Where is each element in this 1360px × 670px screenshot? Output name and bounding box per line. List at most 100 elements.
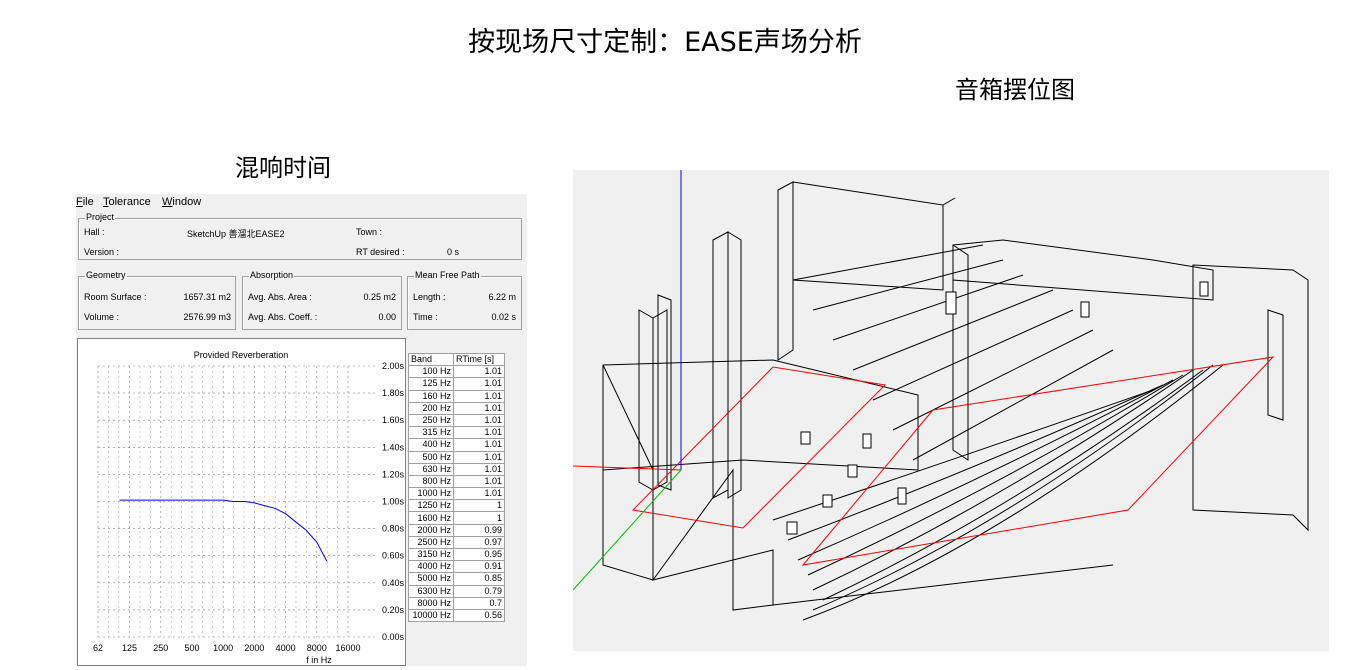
y-tick-label: 0.60s <box>382 551 405 561</box>
y-tick-label: 1.20s <box>382 469 405 479</box>
menu-tolerance[interactable]: Tolerance <box>103 196 151 208</box>
seating-curve <box>812 364 1214 611</box>
reverb-time-title: 混响时间 <box>235 154 331 182</box>
rtime-cell: 1.01 <box>453 462 505 476</box>
band-cell: 1600 Hz <box>408 511 454 525</box>
geometry-group: Geometry Room Surface : 1657.31 m2 Volum… <box>78 270 236 330</box>
avg-abs-coeff-value: 0.00 <box>378 312 396 322</box>
rtime-cell: 1.01 <box>453 413 505 428</box>
model-edge <box>942 197 956 206</box>
speaker-icon[interactable] <box>1080 301 1090 318</box>
town-label: Town : <box>356 227 383 237</box>
length-label: Length : <box>413 292 446 302</box>
band-cell: 2500 Hz <box>408 535 454 550</box>
speaker-layout-title: 音箱摆位图 <box>955 76 1075 104</box>
y-tick-label: 0.40s <box>382 578 405 588</box>
y-tick-label: 1.00s <box>382 497 405 507</box>
rtime-cell: 1.01 <box>453 389 505 403</box>
speaker-icon[interactable] <box>847 464 858 478</box>
speaker-icon[interactable] <box>822 494 833 508</box>
y-tick-label: 1.40s <box>382 442 405 452</box>
band-cell: 5000 Hz <box>408 572 454 586</box>
stage-block-outline <box>602 359 919 471</box>
floor-edge <box>772 564 1114 606</box>
band-cell: 10000 Hz <box>408 608 454 623</box>
length-value: 6.22 m <box>488 292 516 302</box>
roof-line <box>872 309 1074 401</box>
speaker-icon[interactable] <box>786 521 798 535</box>
y-tick-label: 0.20s <box>382 605 405 615</box>
seating-curve <box>822 369 1204 601</box>
seating-curve <box>772 389 1154 521</box>
speaker-icon[interactable] <box>800 431 811 445</box>
right-tower-outline <box>1192 264 1309 532</box>
speaker-icon[interactable] <box>1199 281 1209 297</box>
roof-line <box>852 289 1054 371</box>
time-value: 0.02 s <box>491 312 516 322</box>
roof-line <box>832 274 1024 341</box>
coverage-area-right <box>801 356 1275 566</box>
rtime-cell: 1 <box>453 511 505 525</box>
hall-label: Hall : <box>84 227 105 237</box>
x-tick-label: 500 <box>184 643 199 653</box>
y-tick-label: 1.80s <box>382 388 405 398</box>
project-group-label: Project <box>85 212 116 222</box>
coverage-area-left <box>631 366 887 529</box>
column-1 <box>638 309 654 491</box>
seating-curve <box>797 379 1174 561</box>
volume-label: Volume : <box>84 312 120 322</box>
menu-file[interactable]: File <box>76 196 94 208</box>
rtime-cell: 1.01 <box>453 474 505 489</box>
speaker-layout-3d-view[interactable] <box>572 170 1329 651</box>
chart-x-axis-label: f in Hz <box>306 655 332 665</box>
rtime-cell: 0.97 <box>453 535 505 550</box>
x-tick-label: 62 <box>93 643 103 653</box>
column-4 <box>712 231 729 499</box>
band-cell: 2000 Hz <box>408 523 454 537</box>
band-cell: 315 Hz <box>408 426 454 440</box>
rtime-cell: 0.79 <box>453 584 505 598</box>
rtime-cell: 1.01 <box>453 401 505 415</box>
menu-window[interactable]: Window <box>162 196 202 208</box>
mean-free-path-group-label: Mean Free Path <box>414 270 481 280</box>
column-2 <box>652 309 668 491</box>
speaker-icon[interactable] <box>945 291 957 315</box>
roof-line <box>792 244 984 281</box>
rtime-cell: 0.85 <box>453 572 505 586</box>
right-pillar <box>1267 309 1284 421</box>
speaker-icon[interactable] <box>862 433 872 449</box>
version-label: Version : <box>84 247 120 257</box>
band-cell: 6300 Hz <box>408 584 454 598</box>
room-surface-label: Room Surface : <box>84 292 147 302</box>
menu-bar: File Tolerance Window <box>76 194 527 210</box>
rtime-cell: 0.91 <box>453 560 505 574</box>
band-cell: 160 Hz <box>408 389 454 403</box>
main-title: 按现场尺寸定制：EASE声场分析 <box>468 27 862 58</box>
roof-line <box>892 329 1094 431</box>
y-tick-label: 0.80s <box>382 524 405 534</box>
upper-right-wall <box>952 239 1214 301</box>
rtime-cell: 1 <box>453 499 505 513</box>
back-wall-side <box>777 181 794 361</box>
right-column <box>952 244 969 461</box>
hall-value: SketchUp 善溜北EASE2 <box>187 229 285 239</box>
column-3 <box>657 294 672 491</box>
band-cell: 125 Hz <box>408 377 454 391</box>
band-cell: 500 Hz <box>408 450 454 464</box>
rtime-cell: 1.01 <box>453 377 505 391</box>
speaker-icon[interactable] <box>897 487 907 505</box>
avg-abs-area-label: Avg. Abs. Area : <box>248 292 312 302</box>
